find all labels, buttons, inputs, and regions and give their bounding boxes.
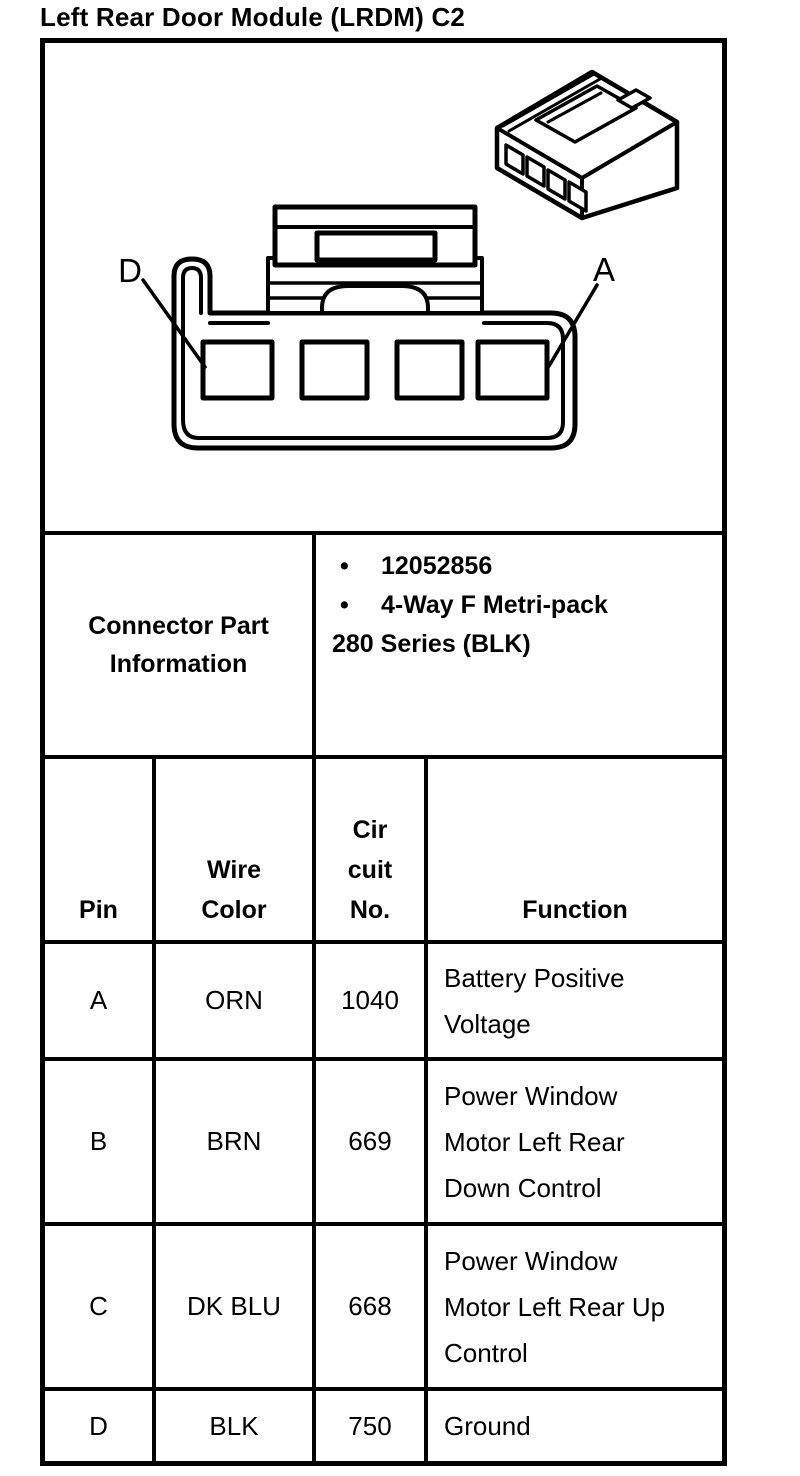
connector-part-info-label: Connector Part Information (45, 531, 312, 755)
circuit-no-cell: 668 (312, 1222, 424, 1387)
function-cell: Power Window Motor Left Rear Up Control (424, 1222, 722, 1387)
iso-latch-inner (546, 91, 603, 124)
terminal-cavity-b (394, 339, 465, 401)
connector-front-view (141, 204, 599, 451)
pin-label-d: D (118, 252, 142, 289)
function-cell: Ground (424, 1387, 722, 1461)
function-cell: Battery Positive Voltage (424, 940, 722, 1057)
circuit-no-cell: 669 (312, 1057, 424, 1222)
column-header-function: Function (424, 755, 722, 940)
iso-terminal-hole-2 (525, 155, 546, 188)
pin-cell: A (45, 940, 152, 1057)
housing-outline (171, 256, 578, 451)
leader-line-d (141, 278, 207, 369)
connector-diagram-cell: D A (45, 43, 722, 531)
iso-latch-block (534, 84, 638, 144)
iso-terminal-hole-1 (504, 143, 525, 176)
connector-type-item: • 4-Way F Metri-pack (332, 586, 716, 625)
terminal-cavity-c (299, 339, 370, 401)
latch-arch (320, 284, 430, 315)
part-number: 12052856 (381, 552, 493, 580)
iso-latch-tab (616, 88, 652, 110)
bullet-icon: • (340, 591, 349, 619)
bullet-icon: • (340, 552, 349, 580)
column-header-wire-color: Wire Color (152, 755, 312, 940)
pin-cell: C (45, 1222, 152, 1387)
function-cell: Power Window Motor Left Rear Down Contro… (424, 1057, 722, 1222)
connector-type: 4-Way F Metri-pack (381, 591, 608, 619)
iso-terminal-hole-3 (546, 168, 567, 201)
wire-color-cell: DK BLU (152, 1222, 312, 1387)
part-number-item: • 12052856 (332, 547, 716, 586)
latch-slot (314, 230, 438, 263)
wire-color-cell: BLK (152, 1387, 312, 1461)
housing-inner-wall (181, 266, 565, 440)
page-title: Left Rear Door Module (LRDM) C2 (40, 2, 466, 32)
column-header-circuit-no: Cir cuit No. (312, 755, 424, 940)
pin-cell: B (45, 1057, 152, 1222)
connector-part-info-value: • 12052856 • 4-Way F Metri-pack 280 Seri… (312, 531, 722, 755)
pin-cell: D (45, 1387, 152, 1461)
connector-isometric-view (494, 69, 680, 221)
column-header-pin: Pin (45, 755, 152, 940)
circuit-no-cell: 750 (312, 1387, 424, 1461)
terminal-cavity-d (200, 339, 275, 401)
iso-top-rail (501, 72, 602, 133)
leader-line-a (547, 283, 599, 368)
terminal-cavity-a (475, 339, 550, 401)
connector-diagram: D A (118, 69, 680, 451)
connector-info-table: D A Connector Part Information (40, 38, 727, 1466)
pin-label-a: A (593, 251, 615, 288)
connector-series: 280 Series (BLK) (332, 630, 531, 658)
wire-color-cell: ORN (152, 940, 312, 1057)
iso-terminal-hole-4 (567, 180, 588, 213)
wire-color-cell: BRN (152, 1057, 312, 1222)
circuit-no-cell: 1040 (312, 940, 424, 1057)
